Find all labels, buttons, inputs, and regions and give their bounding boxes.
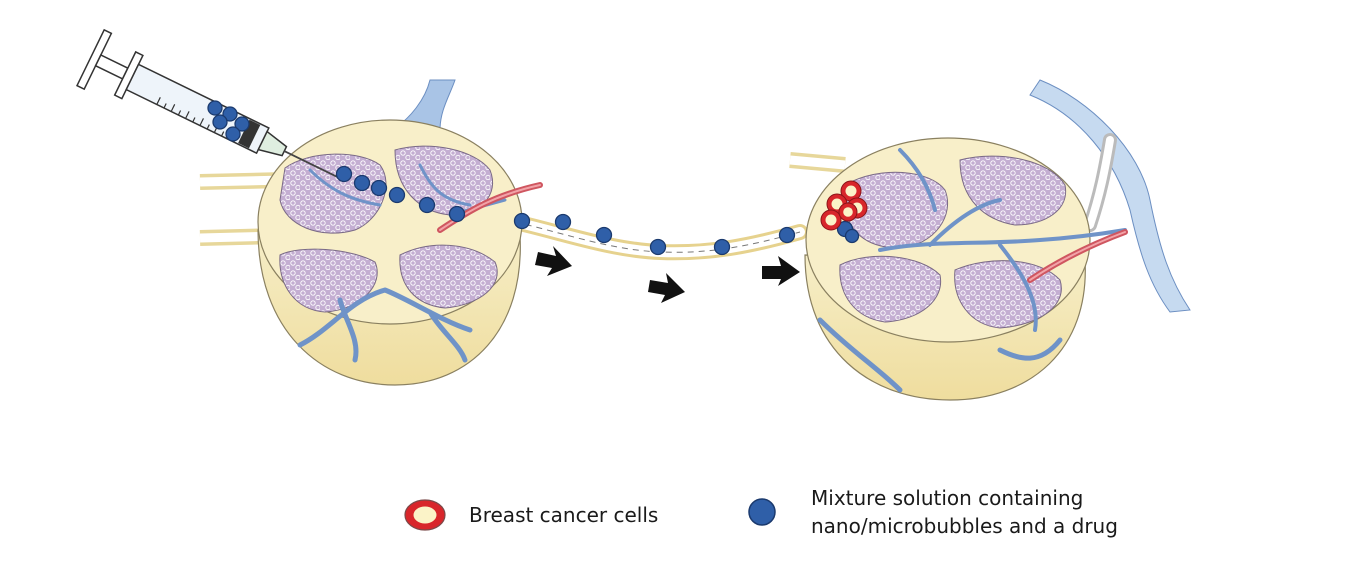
bubble-icon	[207, 100, 223, 116]
legend-mixture: Mixture solution containing nano/microbu…	[747, 484, 1118, 540]
cancer-cell-icon	[840, 180, 862, 202]
cancer-cell-icon	[838, 202, 858, 222]
legend-cancer-label: Breast cancer cells	[469, 503, 659, 527]
bubble-icon	[335, 165, 353, 183]
arrow-right-icon	[762, 256, 800, 286]
cancer-cell-icon	[404, 499, 446, 531]
bubble-icon	[554, 213, 572, 231]
syringe-bubbles	[207, 100, 250, 142]
cancer-cell-cluster	[820, 180, 868, 231]
cancer-cell-icon	[820, 209, 842, 231]
legend-mixture-line1: Mixture solution containing	[811, 486, 1084, 510]
bubble-icon	[448, 205, 466, 223]
lymph-node-diagram	[76, 28, 1191, 401]
bubble-icon	[713, 238, 731, 256]
arrow-right-icon	[535, 246, 572, 276]
legend-mixture-line2: nano/microbubbles and a drug	[811, 514, 1118, 538]
right-lymph-node	[789, 79, 1191, 401]
bubble-icon	[225, 126, 241, 142]
bubble-icon	[353, 174, 371, 192]
bubble-icon	[748, 498, 776, 526]
flow-arrows	[535, 246, 800, 303]
bubble-icon	[370, 179, 388, 197]
bubble-icon	[844, 228, 860, 244]
bubble-icon	[222, 106, 238, 122]
bubble-icon	[649, 238, 667, 256]
bubble-icon	[595, 226, 613, 244]
bubble-icon	[778, 226, 796, 244]
legend-cancer-cells: Breast cancer cells	[403, 498, 658, 532]
left-lymph-node	[199, 79, 543, 386]
injected-bubbles	[335, 165, 860, 256]
bubble-icon	[388, 186, 406, 204]
bubble-icon	[234, 116, 250, 132]
arrow-right-icon	[648, 273, 685, 303]
bubble-icon	[212, 114, 228, 130]
bubble-icon	[513, 212, 531, 230]
legend-mixture-label: Mixture solution containing nano/microbu…	[811, 484, 1118, 540]
bubble-icon	[418, 196, 436, 214]
